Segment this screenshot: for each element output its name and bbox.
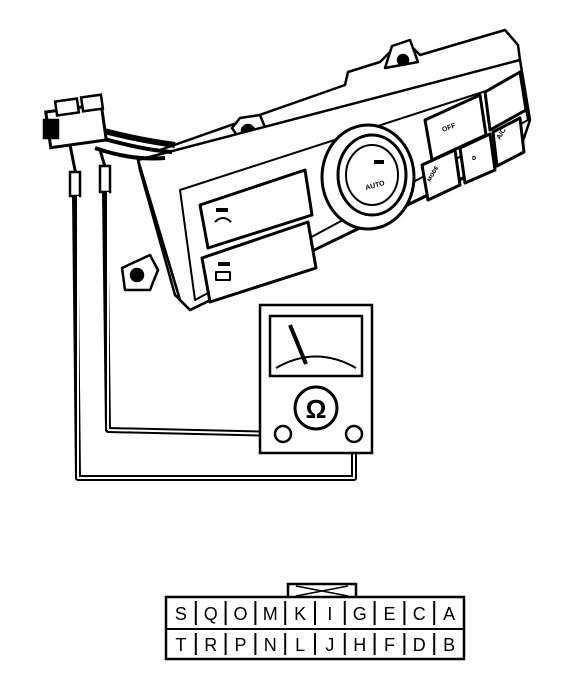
connector-pin-e: E <box>383 604 395 624</box>
connector-pin-t: T <box>175 635 186 655</box>
probe-tip-right <box>98 164 112 194</box>
connector-pin-r: R <box>204 635 217 655</box>
connector-pin-f: F <box>384 635 395 655</box>
connector-pin-q: Q <box>204 604 218 624</box>
meter-terminal-right <box>344 424 364 444</box>
climate-control-unit: AUTO OFF ᴍᴏᴅᴇ ᴅ A/C <box>120 28 532 312</box>
connector-pin-i: I <box>327 604 332 624</box>
connector-pin-l: L <box>295 635 305 655</box>
connector-pin-c: C <box>413 604 426 624</box>
button-label-fan: ᴅ <box>472 155 476 162</box>
wire-harness <box>42 93 176 198</box>
connector-pin-b: B <box>443 635 455 655</box>
connector-pin-h: H <box>353 635 366 655</box>
ohm-symbol: Ω <box>306 394 327 424</box>
connector-pin-s: S <box>175 604 187 624</box>
defrost-icon <box>214 208 232 223</box>
connector-pin-p: P <box>234 635 246 655</box>
auto-knob: AUTO <box>320 123 416 231</box>
ohm-symbol-dial <box>293 385 339 431</box>
meter-dial <box>268 314 364 378</box>
connector-pin-j: J <box>325 635 334 655</box>
meter-needle <box>288 324 308 365</box>
ohmmeter: Ω <box>258 303 374 455</box>
connector-pin-m: M <box>263 604 278 624</box>
connector-pin-a: A <box>443 604 455 624</box>
meter-terminal-left <box>273 424 293 444</box>
connector-pin-n: N <box>264 635 277 655</box>
connector-pin-k: K <box>294 604 306 624</box>
probe-tip-left <box>68 170 82 198</box>
connector-pin-d: D <box>413 635 426 655</box>
rear-defrost-icon <box>215 262 231 281</box>
probe-leads <box>72 191 357 481</box>
connector-pin-g: G <box>353 604 367 624</box>
connector-pin-o: O <box>233 604 247 624</box>
button-label-off: OFF <box>441 122 457 134</box>
